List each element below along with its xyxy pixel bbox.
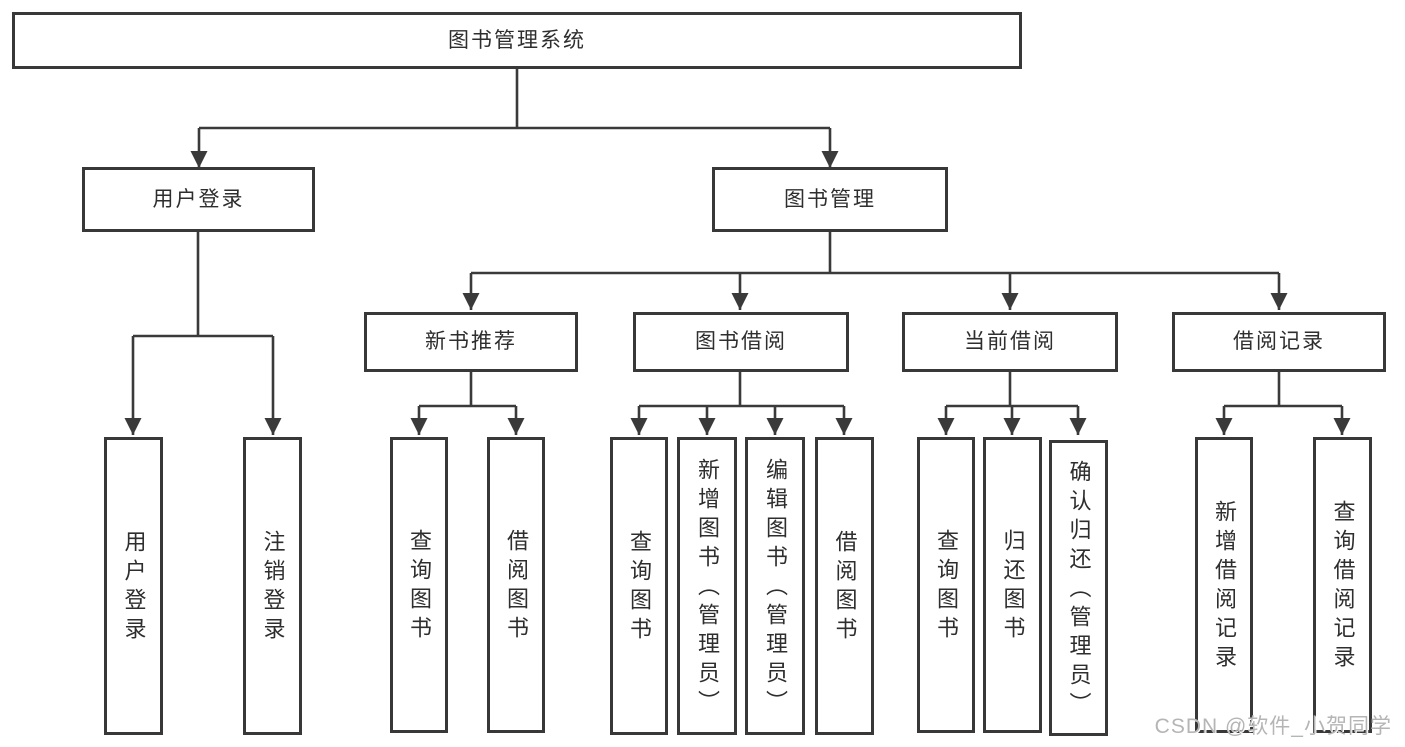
watermark: CSDN @软件_小贺同学 [1154, 715, 1392, 738]
leaf-borrow-books-borrowing: 借阅图书 [815, 437, 874, 735]
leaf-return-book: 归还图书 [983, 437, 1042, 733]
leaf-borrow-books-recommend: 借阅图书 [487, 437, 545, 733]
node-borrowing-records: 借阅记录 [1172, 312, 1386, 372]
leaf-query-borrow-record: 查询借阅记录 [1313, 437, 1372, 733]
node-new-book-recommend: 新书推荐 [364, 312, 578, 372]
leaf-query-books-current: 查询图书 [917, 437, 975, 733]
leaf-logout: 注销登录 [243, 437, 302, 735]
leaf-add-book-admin: 新增图书（管理员） [677, 437, 737, 735]
node-book-borrowing: 图书借阅 [633, 312, 849, 372]
node-library-management-system: 图书管理系统 [12, 12, 1022, 69]
leaf-edit-book-admin: 编辑图书（管理员） [745, 437, 805, 735]
leaf-add-borrow-record: 新增借阅记录 [1195, 437, 1253, 733]
node-book-management: 图书管理 [712, 167, 948, 232]
node-user-login: 用户登录 [82, 167, 315, 232]
leaf-user-login: 用户登录 [104, 437, 163, 735]
leaf-confirm-return-admin: 确认归还（管理员） [1049, 440, 1108, 736]
leaf-query-books-recommend: 查询图书 [390, 437, 448, 733]
node-current-borrowing: 当前借阅 [902, 312, 1118, 372]
leaf-query-books-borrowing: 查询图书 [610, 437, 668, 735]
